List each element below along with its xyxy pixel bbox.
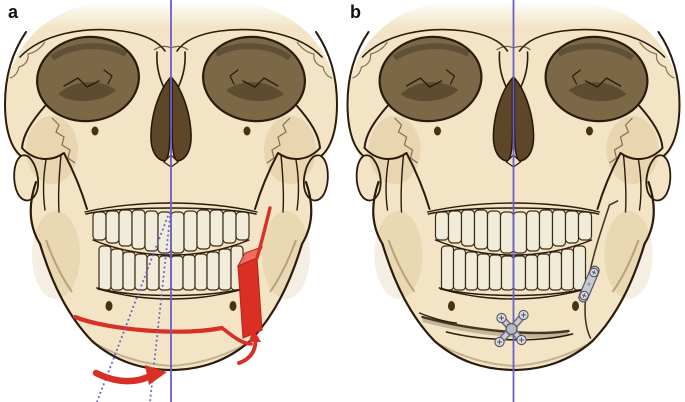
- panel-a-label: a: [8, 2, 19, 22]
- red-ramus-cut-line: [255, 206, 272, 260]
- chin-fixation-plate: [494, 309, 529, 348]
- chin-cut-ledge: [418, 312, 458, 324]
- red-ostectomy-band-bevel: [236, 246, 263, 268]
- red-genioplasty-cut-line-end: [220, 326, 253, 346]
- panel-a: a: [0, 0, 342, 402]
- skull-a-illustration: [0, 0, 342, 402]
- chin-segment-edge: [445, 331, 574, 341]
- panel-b-label: b: [350, 2, 361, 22]
- red-genioplasty-cut-line: [72, 314, 225, 334]
- panel-a-annotations: [72, 0, 272, 402]
- chin-osteotomy-shadow: [422, 317, 569, 338]
- deviation-dotted-line-right: [149, 207, 172, 402]
- rotation-arrowhead: [145, 365, 167, 385]
- small-rotation-arrowhead: [249, 328, 261, 342]
- skull-b-illustration: [342, 0, 685, 402]
- rotation-arrow: [92, 369, 156, 385]
- plate-center: [505, 322, 518, 336]
- chin-osteotomy-seam: [421, 315, 570, 335]
- panel-b-annotations: [418, 0, 619, 402]
- body-fixation-plate: [578, 265, 600, 303]
- panel-b: b: [342, 0, 685, 402]
